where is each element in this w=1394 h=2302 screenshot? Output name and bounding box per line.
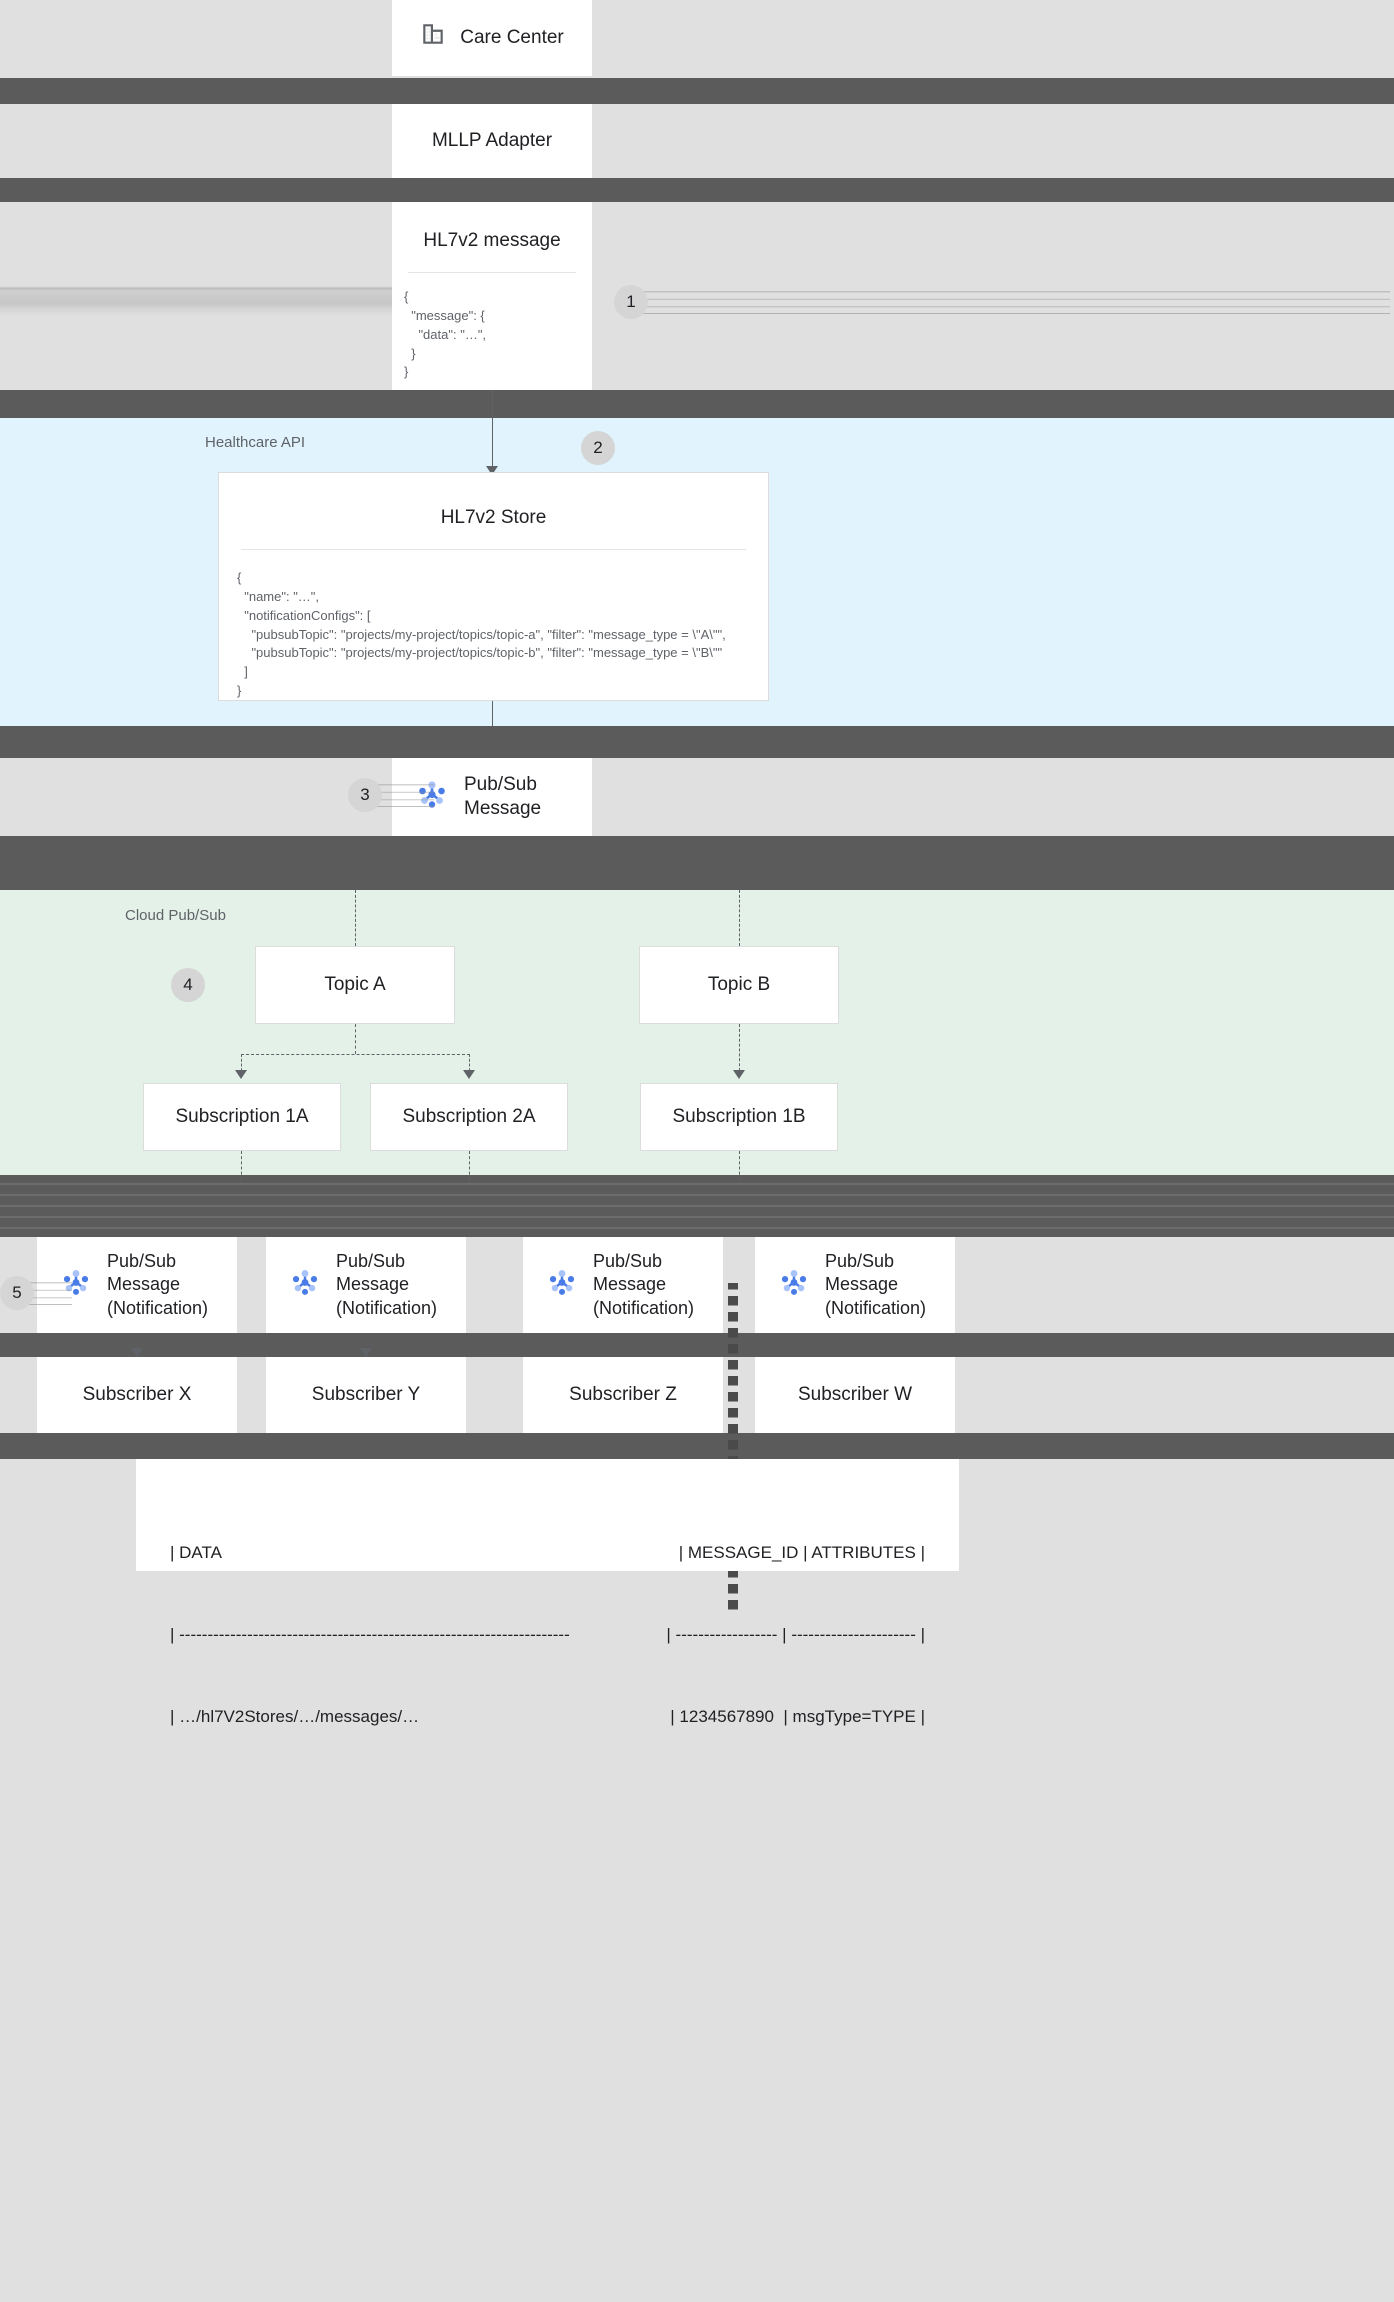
node-hl7v2-store[interactable]: HL7v2 Store { "name": "…", "notification… bbox=[218, 472, 769, 701]
node-notification-4[interactable]: Pub/Sub Message (Notification) bbox=[755, 1237, 955, 1333]
band-separator-2 bbox=[0, 178, 1394, 202]
arrowhead-subscriber-x bbox=[131, 1348, 143, 1357]
node-hl7v2-message[interactable]: HL7v2 message { "message": { "data": "…"… bbox=[392, 202, 592, 390]
node-notification-3[interactable]: Pub/Sub Message (Notification) bbox=[523, 1237, 723, 1333]
connector-to-topic-a bbox=[355, 890, 356, 946]
step-marker-2: 2 bbox=[581, 431, 615, 465]
band-separator-3 bbox=[0, 390, 1394, 418]
node-subscriber-w[interactable]: Subscriber W bbox=[755, 1357, 955, 1433]
step-3-tail bbox=[374, 778, 434, 812]
band-row-care-center bbox=[0, 0, 1394, 78]
subscriber-z-label: Subscriber Z bbox=[569, 1384, 677, 1406]
node-subscriber-z[interactable]: Subscriber Z bbox=[523, 1357, 723, 1433]
node-subscription-2a[interactable]: Subscription 2A bbox=[370, 1083, 568, 1151]
band-row-console bbox=[0, 1459, 1394, 2302]
console-row-data: | …/hl7V2Stores/…/messages/… bbox=[170, 1706, 420, 1726]
topic-a-label: Topic A bbox=[324, 974, 386, 996]
band-separator-7 bbox=[0, 1333, 1394, 1357]
connector-to-sub-2a bbox=[469, 1054, 470, 1076]
arrowhead-to-store bbox=[486, 466, 498, 475]
band-separator-6 bbox=[0, 1175, 1394, 1237]
hl7v2-store-code: { "name": "…", "notificationConfigs": [ … bbox=[237, 570, 726, 699]
region-label-healthcare-api: Healthcare API bbox=[205, 434, 306, 451]
store-card-divider bbox=[241, 549, 746, 550]
console-row-meta: | 1234567890 | msgType=TYPE | bbox=[670, 1706, 925, 1726]
console-output-table: | DATA | MESSAGE_ID | ATTRIBUTES | | ---… bbox=[136, 1459, 959, 1726]
hl7v2-message-label: HL7v2 message bbox=[423, 230, 561, 252]
pubsub-message-label: Pub/Sub Message bbox=[464, 773, 542, 819]
arrowhead-sub-1b bbox=[733, 1070, 745, 1079]
console-header-data: | DATA bbox=[170, 1543, 222, 1563]
pubsub-icon bbox=[288, 1264, 322, 1306]
band-row-pubsub-message bbox=[0, 758, 1394, 836]
console-header-row: | DATA | MESSAGE_ID | ATTRIBUTES | bbox=[170, 1539, 925, 1566]
node-subscriber-y[interactable]: Subscriber Y bbox=[266, 1357, 466, 1433]
building-icon bbox=[420, 21, 446, 55]
connector-sub-1a-down bbox=[241, 1151, 242, 1185]
console-data-row: | …/hl7V2Stores/…/messages/… | 123456789… bbox=[170, 1703, 925, 1730]
step-marker-4: 4 bbox=[171, 968, 205, 1002]
notification-1-label: Pub/Sub Message (Notification) bbox=[107, 1251, 209, 1318]
band-separator-4 bbox=[0, 726, 1394, 758]
node-mllp-adapter[interactable]: MLLP Adapter bbox=[392, 104, 592, 178]
connector-topic-b-stem bbox=[739, 1024, 740, 1076]
console-divider-right: | ------------------ | -----------------… bbox=[661, 1624, 925, 1644]
band-separator-1 bbox=[0, 78, 1394, 104]
region-label-cloud-pubsub: Cloud Pub/Sub bbox=[125, 907, 226, 924]
subscriber-y-label: Subscriber Y bbox=[311, 1384, 421, 1406]
node-subscription-1b[interactable]: Subscription 1B bbox=[640, 1083, 838, 1151]
card-divider bbox=[408, 272, 576, 273]
subscriber-x-label: Subscriber X bbox=[82, 1384, 192, 1406]
connector-thick-dashed bbox=[728, 1283, 738, 1613]
step-marker-3: 3 bbox=[348, 778, 382, 812]
band-separator-5 bbox=[0, 836, 1394, 890]
console-divider-left: | --------------------------------------… bbox=[170, 1624, 570, 1644]
arrowhead-sub-2a bbox=[463, 1070, 475, 1079]
pubsub-icon bbox=[777, 1264, 811, 1306]
connector-sub-1b-down bbox=[739, 1151, 740, 1185]
notification-4-label: Pub/Sub Message (Notification) bbox=[825, 1251, 927, 1318]
step-1-tail bbox=[640, 285, 1390, 319]
hl7v2-store-label: HL7v2 Store bbox=[440, 507, 547, 529]
band-row-mllp bbox=[0, 104, 1394, 178]
mllp-adapter-label: MLLP Adapter bbox=[431, 130, 553, 152]
hl7v2-message-code: { "message": { "data": "…", } } bbox=[404, 289, 487, 380]
connector-message-to-store bbox=[492, 390, 493, 472]
console-divider-row: | --------------------------------------… bbox=[170, 1621, 925, 1648]
pubsub-icon bbox=[545, 1264, 579, 1306]
connector-store-to-pubsub bbox=[492, 701, 493, 726]
step-marker-5: 5 bbox=[0, 1276, 34, 1310]
topic-b-label: Topic B bbox=[707, 974, 771, 996]
step-marker-1: 1 bbox=[614, 285, 648, 319]
notification-3-label: Pub/Sub Message (Notification) bbox=[593, 1251, 695, 1318]
node-topic-a[interactable]: Topic A bbox=[255, 946, 455, 1024]
connector-topic-a-bus bbox=[241, 1054, 470, 1055]
node-topic-b[interactable]: Topic B bbox=[639, 946, 839, 1024]
node-subscription-1a[interactable]: Subscription 1A bbox=[143, 1083, 341, 1151]
node-care-center[interactable]: Care Center bbox=[392, 0, 592, 76]
node-notification-2[interactable]: Pub/Sub Message (Notification) bbox=[266, 1237, 466, 1333]
band-separator-8 bbox=[0, 1433, 1394, 1459]
care-center-label: Care Center bbox=[460, 26, 564, 48]
notification-2-label: Pub/Sub Message (Notification) bbox=[336, 1251, 438, 1318]
subscription-1a-label: Subscription 1A bbox=[175, 1106, 309, 1128]
arrowhead-sub-1a bbox=[235, 1070, 247, 1079]
connector-sub-2a-down bbox=[469, 1151, 470, 1185]
connector-topic-a-stem bbox=[355, 1024, 356, 1054]
console-header-meta: | MESSAGE_ID | ATTRIBUTES | bbox=[678, 1543, 925, 1563]
subscription-1b-label: Subscription 1B bbox=[672, 1106, 806, 1128]
arrowhead-subscriber-y bbox=[360, 1348, 372, 1357]
subscriber-w-label: Subscriber W bbox=[797, 1384, 913, 1406]
connector-to-topic-b bbox=[739, 890, 740, 946]
connector-to-sub-1a bbox=[241, 1054, 242, 1076]
subscription-2a-label: Subscription 2A bbox=[402, 1106, 536, 1128]
node-subscriber-x[interactable]: Subscriber X bbox=[37, 1357, 237, 1433]
